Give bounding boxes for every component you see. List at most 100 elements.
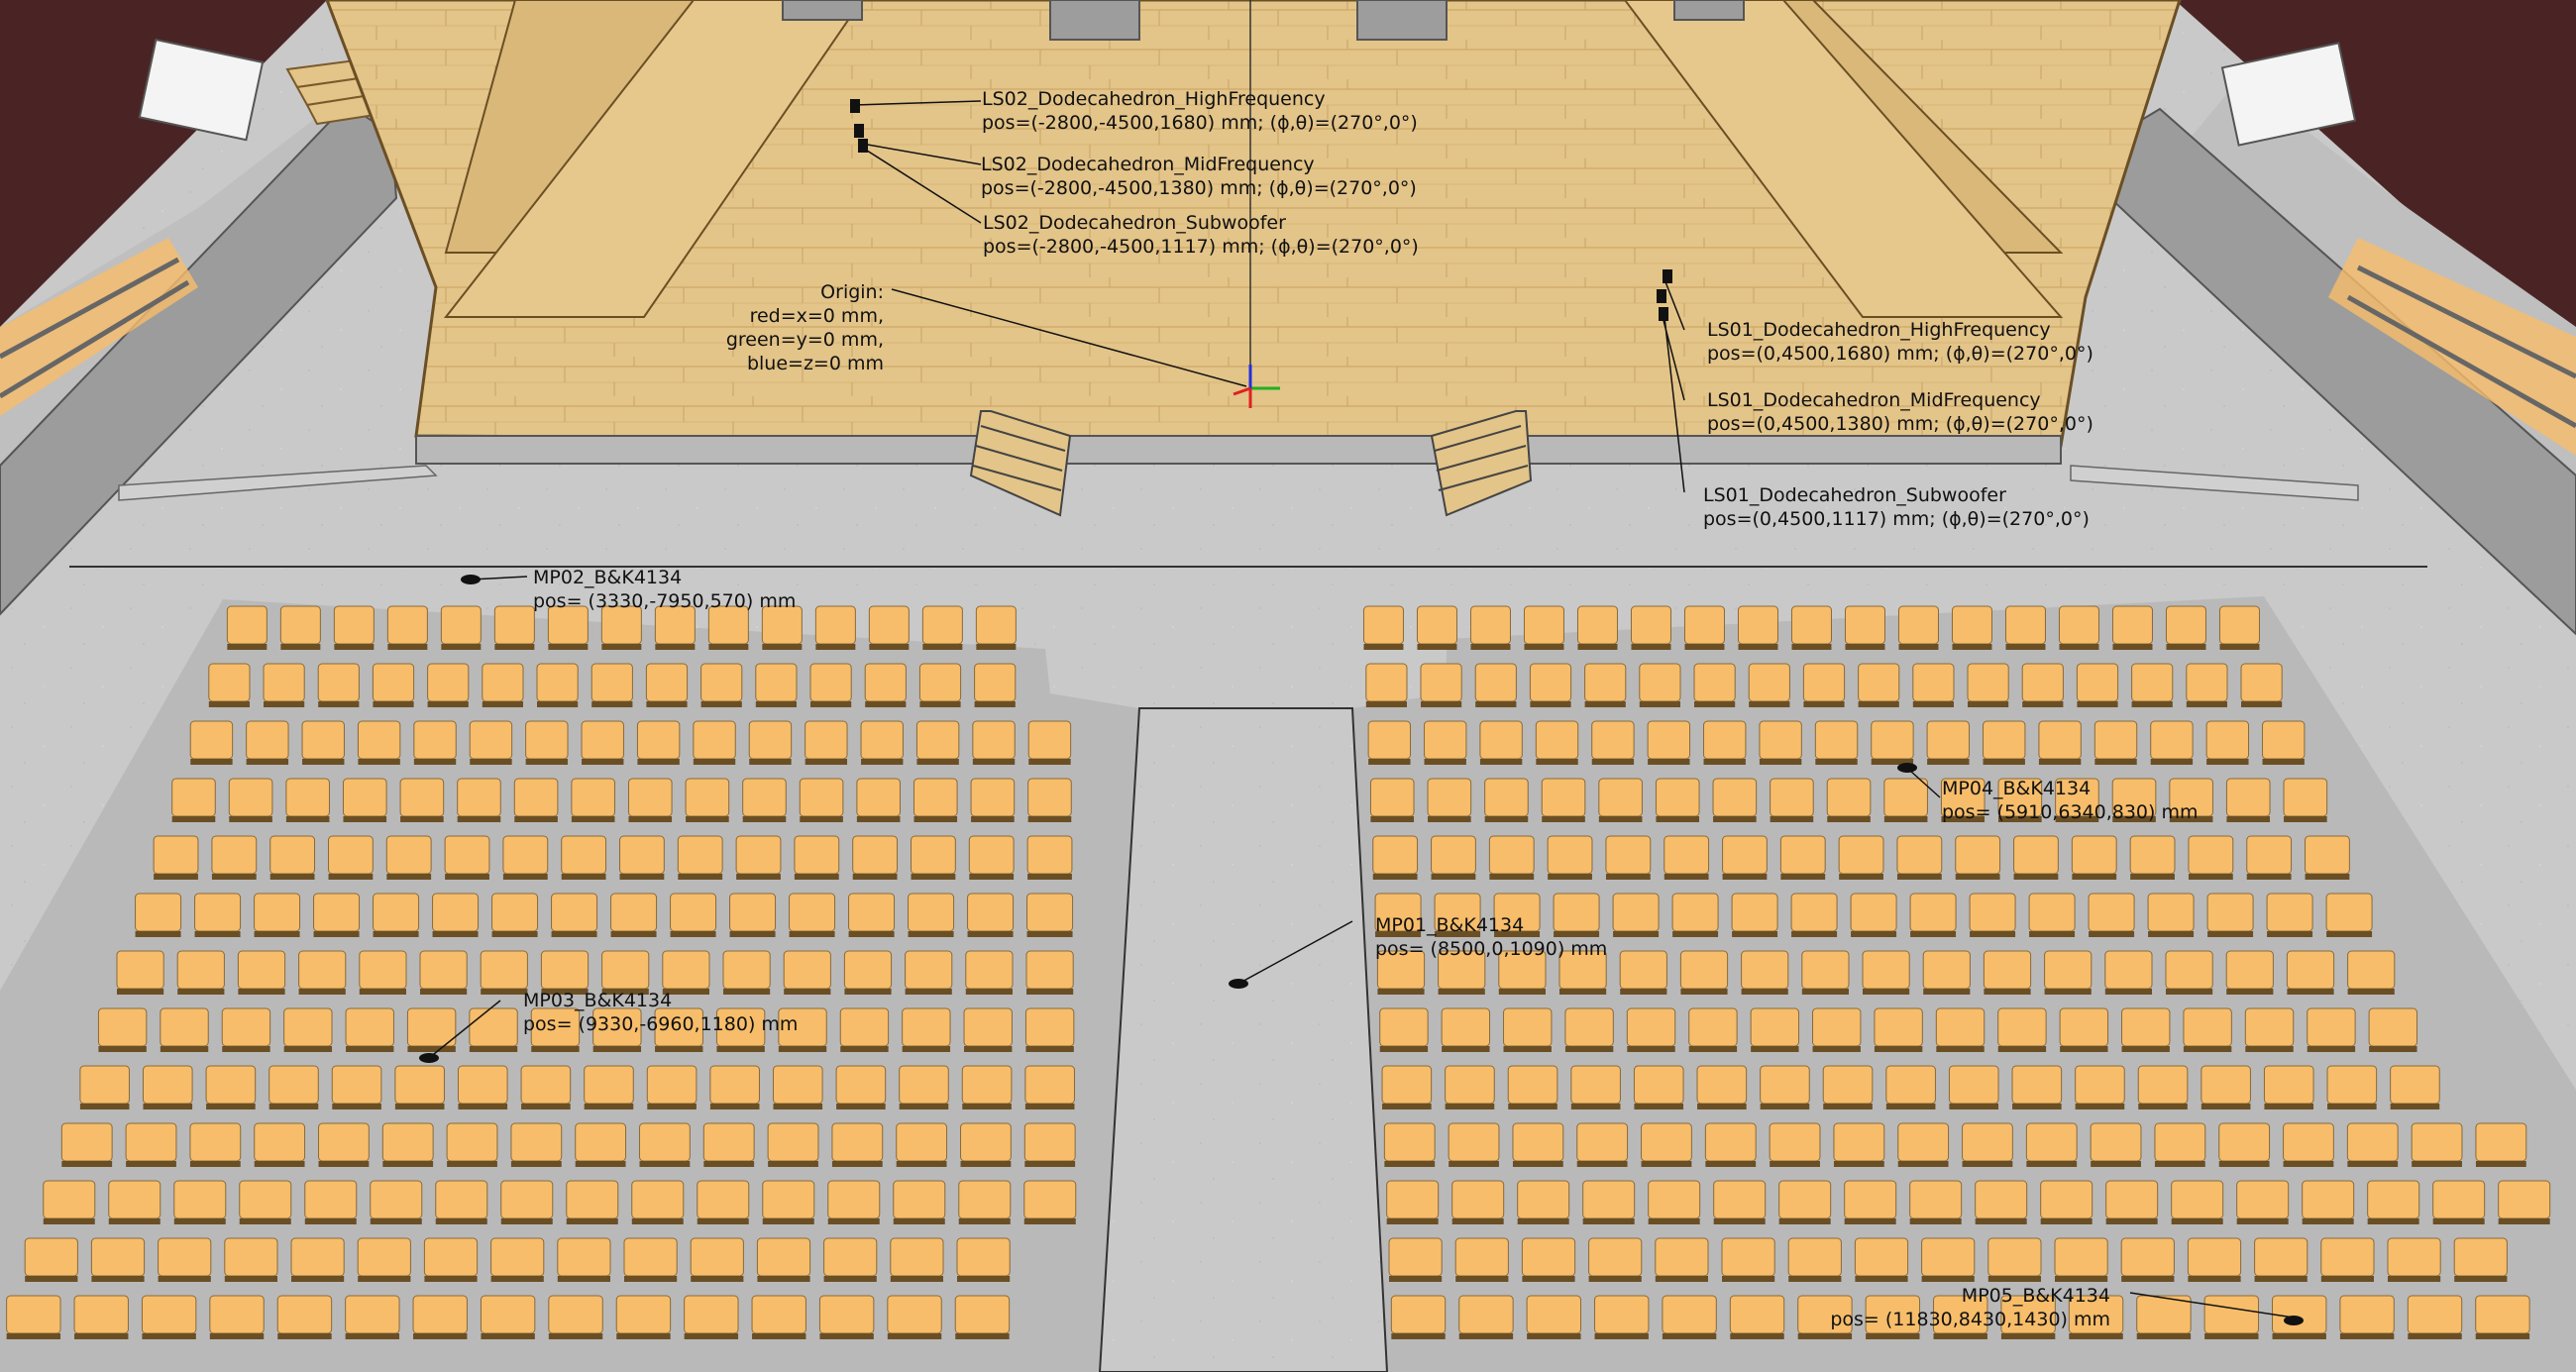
seat-back bbox=[1923, 989, 1971, 995]
seat-back bbox=[1760, 1104, 1810, 1109]
seat bbox=[1850, 893, 1897, 932]
seat bbox=[551, 893, 598, 932]
seat-back bbox=[815, 644, 856, 650]
seat-back bbox=[1936, 1046, 1985, 1052]
seat-back bbox=[2320, 1276, 2374, 1282]
seat bbox=[1790, 893, 1838, 932]
seat bbox=[908, 893, 955, 932]
seat bbox=[2205, 720, 2250, 760]
seat-back bbox=[1634, 1104, 1684, 1109]
seat bbox=[1983, 950, 2032, 990]
seat-back bbox=[1421, 701, 1462, 707]
seat-back bbox=[703, 1161, 755, 1167]
seat bbox=[954, 1295, 1011, 1334]
seat-back bbox=[1823, 1104, 1873, 1109]
seat bbox=[318, 1122, 370, 1162]
seat bbox=[493, 605, 535, 645]
ls02-sub-marker bbox=[858, 139, 868, 153]
seat-back bbox=[1955, 874, 2000, 880]
seat bbox=[2075, 1065, 2125, 1105]
seat-back bbox=[328, 874, 374, 880]
seat bbox=[357, 720, 401, 760]
seat bbox=[2475, 1295, 2530, 1334]
seat bbox=[890, 1237, 944, 1277]
seat-back bbox=[1722, 874, 1768, 880]
seat-back bbox=[1027, 816, 1072, 822]
seat-back bbox=[2130, 874, 2175, 880]
seat bbox=[1833, 1122, 1885, 1162]
seat bbox=[171, 778, 216, 817]
seat bbox=[359, 950, 407, 990]
seat bbox=[2121, 1007, 2171, 1047]
seat bbox=[1967, 663, 2009, 702]
speaker-label-ls01-hf: LS01_Dodecahedron_HighFrequency pos=(0,4… bbox=[1707, 318, 2093, 366]
seat-back bbox=[407, 1046, 456, 1052]
seat bbox=[2326, 1065, 2378, 1105]
seat-back bbox=[1672, 931, 1719, 937]
origin-blue: blue=z=0 mm bbox=[746, 353, 884, 374]
seat-back bbox=[1662, 1333, 1717, 1339]
seat-back bbox=[1933, 1333, 1987, 1339]
seat bbox=[571, 778, 615, 817]
seat bbox=[912, 778, 958, 817]
seat bbox=[480, 950, 528, 990]
device-markers bbox=[419, 99, 2304, 1325]
seat-back bbox=[1435, 931, 1481, 937]
seat-back bbox=[1424, 759, 1466, 765]
seat bbox=[2411, 1122, 2463, 1162]
seat-back bbox=[382, 1161, 434, 1167]
seat bbox=[224, 1237, 278, 1277]
seat bbox=[2028, 893, 2076, 932]
mic-label-mp03: MP03_B&K4134 pos= (9330,-6960,1180) mm bbox=[523, 989, 798, 1036]
seat-back bbox=[435, 1218, 487, 1224]
left-ramp bbox=[118, 465, 438, 501]
seat bbox=[237, 950, 286, 990]
seat-back bbox=[548, 644, 589, 650]
seat-back bbox=[1863, 989, 1910, 995]
seat bbox=[446, 1122, 498, 1162]
seat-back bbox=[893, 1218, 945, 1224]
mic-label-mp01: MP01_B&K4134 pos= (8500,0,1090) mm bbox=[1375, 913, 1607, 961]
seat-back bbox=[601, 644, 642, 650]
seat-back bbox=[268, 1104, 319, 1109]
seat bbox=[1388, 1237, 1443, 1277]
seat bbox=[921, 605, 963, 645]
mic-pos: pos= (8500,0,1090) mm bbox=[1375, 938, 1608, 960]
speaker-label-ls01-mf: LS01_Dodecahedron_MidFrequency pos=(0,45… bbox=[1707, 388, 2093, 436]
seat-back bbox=[2104, 989, 2152, 995]
seat-back bbox=[1984, 989, 2031, 995]
seat-back bbox=[840, 1046, 889, 1052]
seat-back bbox=[2219, 644, 2260, 650]
seat-back bbox=[61, 1161, 113, 1167]
seat bbox=[435, 1180, 488, 1219]
seat-back bbox=[1791, 931, 1838, 937]
seat bbox=[385, 835, 432, 875]
seat bbox=[2183, 1007, 2232, 1047]
seat-back bbox=[1909, 1218, 1962, 1224]
seat bbox=[1909, 1180, 1963, 1219]
seat bbox=[2040, 1180, 2093, 1219]
seat bbox=[970, 778, 1016, 817]
seat bbox=[1445, 1065, 1495, 1105]
seat bbox=[1633, 1065, 1684, 1105]
seat bbox=[1431, 835, 1476, 875]
seat bbox=[331, 1065, 382, 1105]
seat-back bbox=[2347, 989, 2395, 995]
seat-back bbox=[2121, 1046, 2170, 1052]
seat bbox=[345, 1295, 400, 1334]
seat-back bbox=[616, 1333, 671, 1339]
seat-back bbox=[619, 874, 665, 880]
seat bbox=[848, 893, 896, 932]
seat bbox=[317, 663, 360, 702]
seat-back bbox=[318, 701, 360, 707]
seat-back bbox=[1524, 644, 1564, 650]
seat bbox=[520, 1065, 572, 1105]
seat bbox=[868, 605, 910, 645]
seat-back bbox=[2204, 1333, 2259, 1339]
seat-back bbox=[2272, 1333, 2326, 1339]
seat bbox=[2105, 1180, 2159, 1219]
seat-back bbox=[229, 816, 272, 822]
seat bbox=[1469, 605, 1511, 645]
seat bbox=[469, 1007, 518, 1047]
seat-back bbox=[1751, 1046, 1799, 1052]
